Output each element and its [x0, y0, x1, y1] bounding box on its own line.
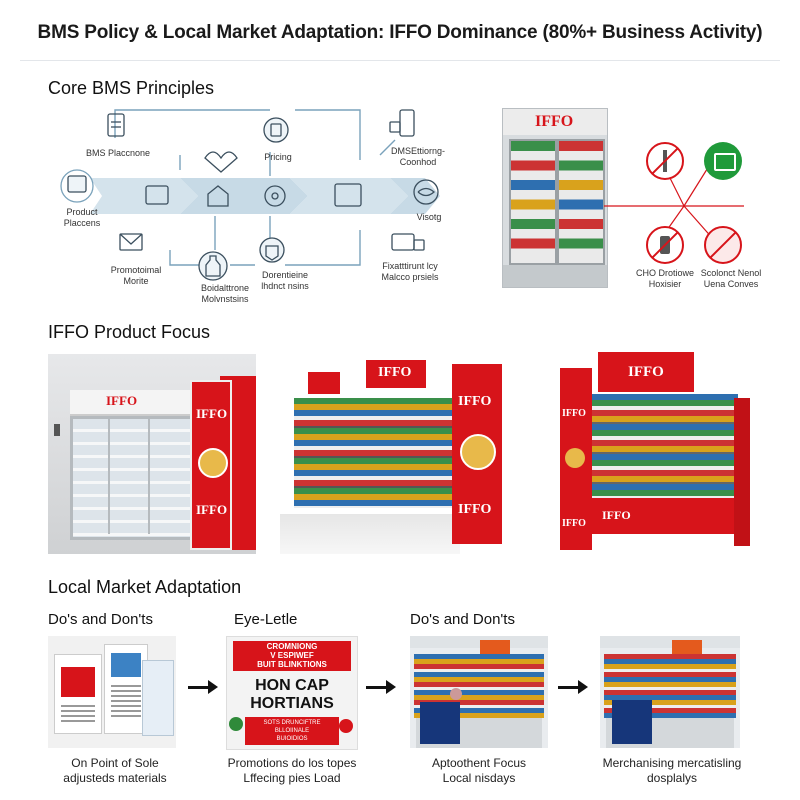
label-scolonet: Scolonct Nenol Uena Conves	[700, 268, 762, 289]
col1-caption: On Point of Sole adjusteds materials	[63, 756, 167, 785]
label-pricing: Pricing	[264, 152, 292, 162]
label-fixturing: Fixatttirunt lcy Malcco prsiels	[381, 261, 439, 282]
arrow-1-head	[208, 680, 218, 694]
flow-connectors	[114, 109, 396, 266]
col2-caption: Promotions do los topes Lffecing pies Lo…	[227, 756, 357, 785]
label-cho: CHO Drotiowe Hoxisier	[635, 268, 694, 289]
poster-big1: HON CAP	[255, 677, 329, 694]
pricing-icon	[263, 117, 289, 143]
label-product-placement: Product Placcens	[63, 207, 101, 228]
shelf-side-logo-top: IFFO	[562, 408, 586, 419]
page-title: BMS Policy & Local Market Adaptation: IF…	[37, 22, 763, 43]
heart-icon	[204, 151, 238, 173]
poster-small3: BUIOIDIOS	[276, 736, 308, 742]
poster-line3: BUIT BLINKTIONS	[257, 660, 327, 669]
bms-flow-diagram	[60, 109, 440, 281]
poster-small2: BLLOIINALE	[274, 728, 310, 734]
col1-subtitle: Do's and Don'ts	[48, 611, 153, 628]
label-dms: DMSEttiorng- Coonhod	[390, 146, 445, 167]
no-bottle-icon	[646, 142, 684, 180]
monitor-icon	[145, 185, 169, 205]
col3-subtitle: Do's and Don'ts	[410, 611, 515, 628]
focus-heading: IFFO Product Focus	[48, 322, 211, 342]
label-promotional: Promotoimal Morite	[110, 265, 162, 286]
fridge-brand-logo: IFFO	[535, 113, 574, 130]
col4-caption: Merchanising mercatisling dosplalys	[602, 756, 742, 785]
store-photo-merchandising	[600, 636, 740, 748]
fridge-image: IFFO	[502, 108, 608, 288]
fridge-header-logo: IFFO	[106, 393, 138, 408]
promo-poster: CROMNIONG V ESPIWEF BUIT BLINKTIONS HON …	[226, 636, 358, 750]
aisle-header-logo: IFFO	[378, 365, 412, 380]
box-icon	[67, 175, 87, 193]
no-feeding-icon	[646, 226, 684, 264]
arrow-2-head	[386, 680, 396, 694]
core-heading: Core BMS Principles	[48, 78, 215, 98]
label-bms-placement: BMS Placcnone	[85, 148, 151, 158]
col2-subtitle: Eye-Letle	[234, 611, 298, 628]
no-promotion-icon	[704, 226, 742, 264]
arrow-1	[188, 686, 212, 689]
focus-photo-aisle: IFFO IFFO IFFO	[280, 354, 510, 554]
poster-line2: V ESPIWEF	[270, 651, 314, 660]
shelf-side-logo-bottom: IFFO	[562, 518, 586, 529]
home-icon	[207, 185, 229, 207]
label-boidal: Boidalttrone Molvnstsins	[200, 283, 250, 304]
approved-icon	[704, 142, 742, 180]
focus-photo-fridge: IFFO IFFO IFFO	[48, 354, 256, 554]
arrow-3	[558, 686, 582, 689]
eye-icon	[413, 179, 439, 205]
arrow-3-head	[578, 680, 588, 694]
label-visiting: Visotg	[416, 212, 442, 222]
clipboard-icon	[107, 113, 125, 137]
mail-icon	[119, 233, 143, 251]
col3-caption: Aptoothent Focus Local nisdays	[431, 756, 527, 785]
aisle-side-logo-bottom: IFFO	[458, 502, 492, 517]
shelf-food-graphic	[565, 448, 585, 468]
truck-icon	[391, 233, 415, 251]
fridge-side-logo-bottom: IFFO	[196, 502, 228, 517]
label-dorentic: Dorentieine lhdnct nsins	[261, 270, 309, 291]
shelf-base-logo: IFFO	[602, 508, 631, 522]
store-photo-focus	[410, 636, 548, 748]
poster-line1: CROMNIONG	[266, 642, 318, 651]
focus-photo-shelf: IFFO IFFO IFFO IFFO	[558, 348, 754, 554]
pos-materials-image	[48, 636, 176, 748]
document-icon	[399, 109, 415, 137]
aisle-food-graphic	[460, 434, 496, 470]
gear-icon	[264, 185, 286, 207]
poster-small1: SOTS DRUNCIFTRE	[263, 720, 321, 726]
local-heading: Local Market Adaptation	[48, 577, 242, 597]
poster-big2: HORTIANS	[250, 695, 334, 712]
arrow-2	[366, 686, 390, 689]
fridge-side-logo-top: IFFO	[196, 406, 228, 421]
shelf-header-logo: IFFO	[628, 364, 664, 380]
food-bowl-graphic	[198, 448, 228, 478]
screen-icon	[334, 183, 362, 207]
title-divider	[20, 60, 780, 61]
tag-icon	[259, 237, 285, 263]
aisle-side-logo-top: IFFO	[458, 394, 492, 409]
